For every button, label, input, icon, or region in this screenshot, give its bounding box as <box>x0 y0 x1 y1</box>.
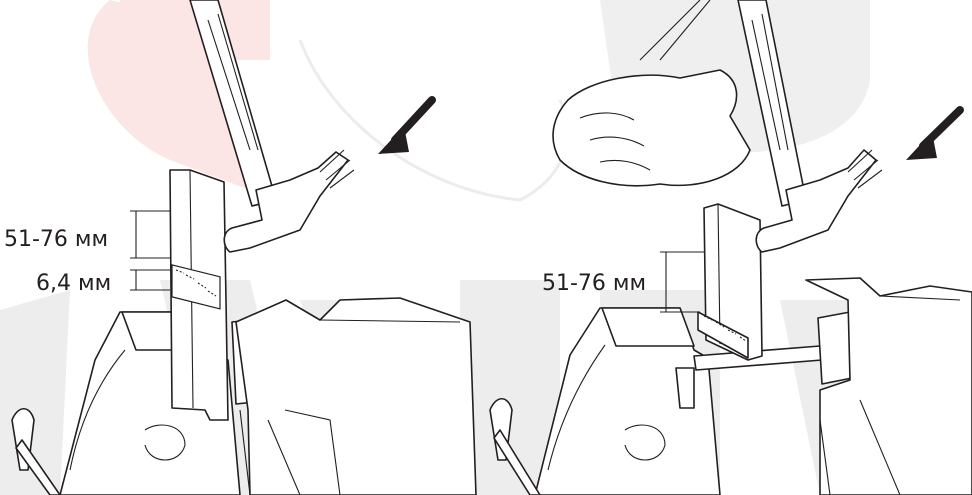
right-vise-jaw-top <box>602 308 694 346</box>
right-jaw-pad <box>676 368 694 408</box>
right-moving-jaw-pad <box>818 312 852 384</box>
watermark-outline <box>300 40 568 200</box>
left-dimension-label-lower: 6,4 мм <box>36 271 111 296</box>
left-vise-moving-jaw <box>236 298 476 495</box>
left-dimension-label-upper: 51-76 мм <box>4 227 108 252</box>
right-arrow-icon <box>906 110 960 160</box>
left-dimensions <box>130 211 170 290</box>
right-glove <box>553 70 750 186</box>
left-test-plate <box>170 170 228 420</box>
right-test-plate <box>698 204 762 360</box>
right-dimension-label: 51-76 мм <box>542 271 646 296</box>
left-arrow-icon <box>378 100 432 154</box>
